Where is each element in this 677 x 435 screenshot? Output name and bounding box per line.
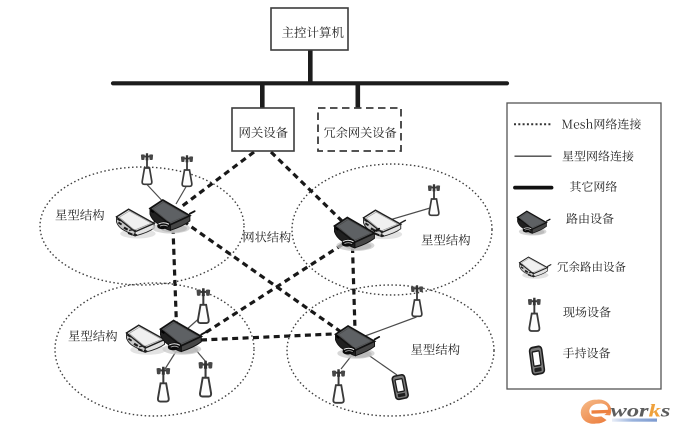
svg-text:works: works [611, 401, 671, 421]
